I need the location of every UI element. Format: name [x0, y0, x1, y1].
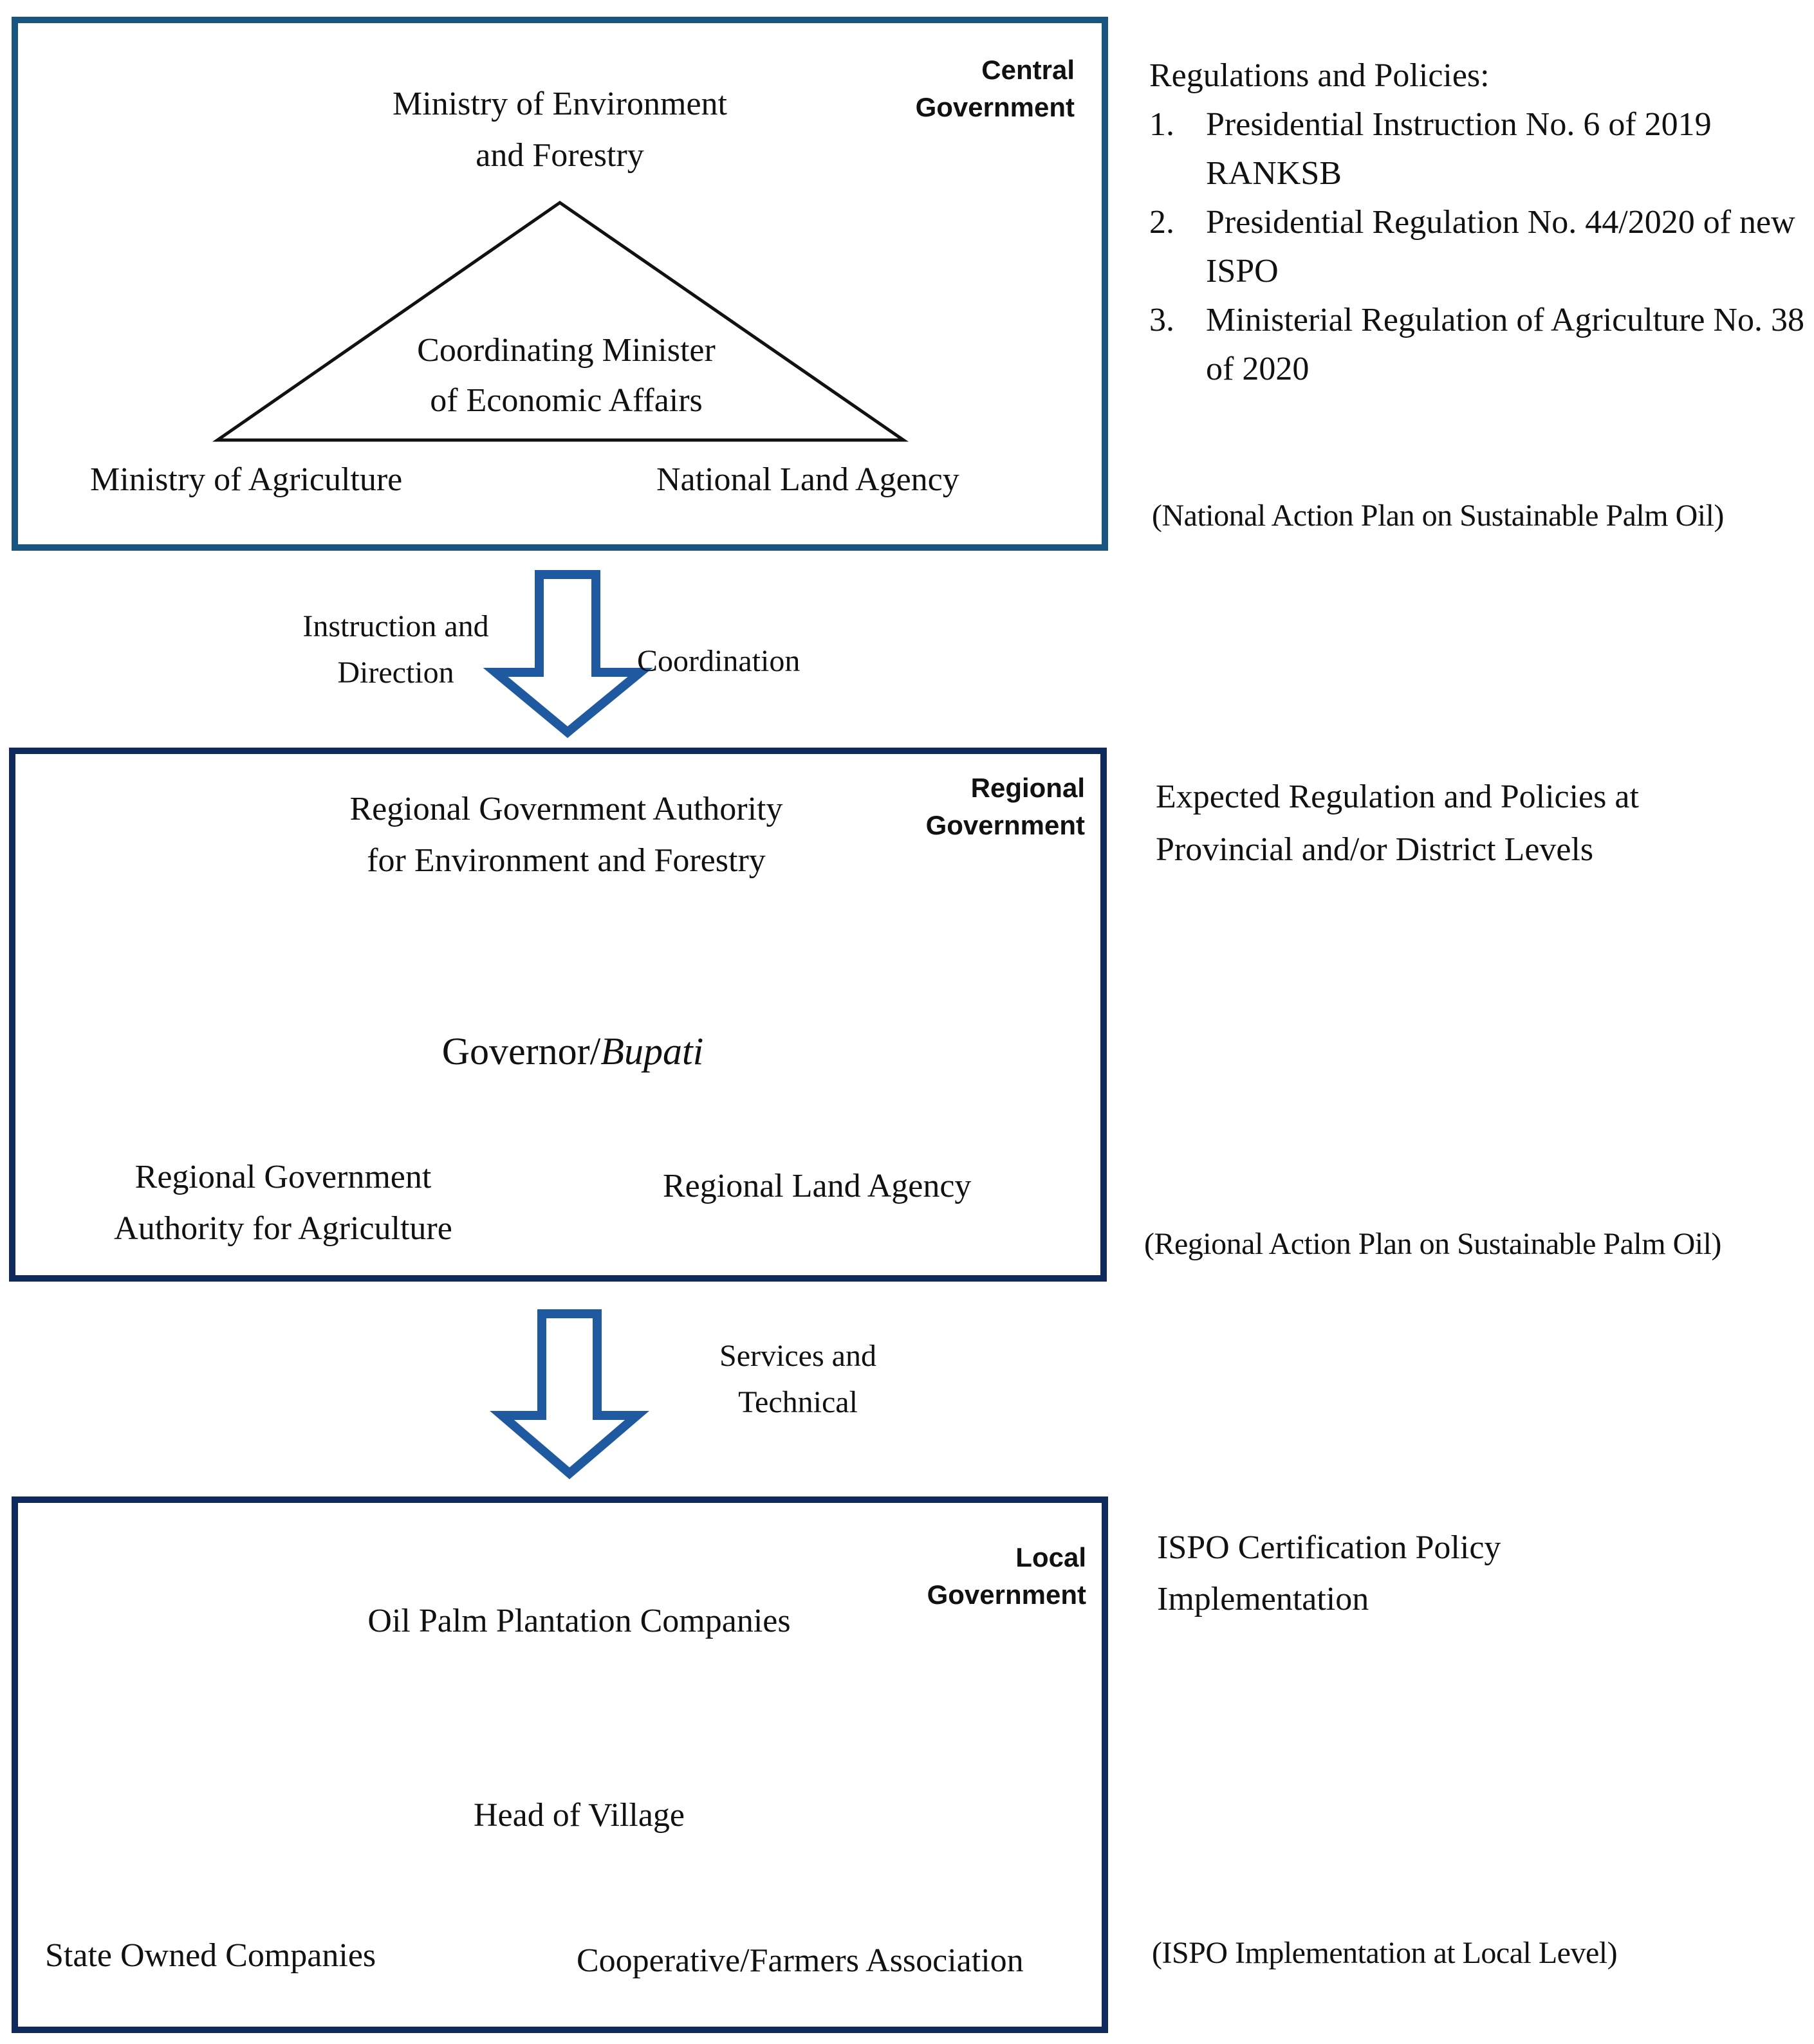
- local-side-heading: ISPO Certification Policy Implementation: [1157, 1529, 1501, 1617]
- arrow-down-1: [483, 570, 653, 739]
- central-side-policies: Regulations and Policies: 1.Presidential…: [1149, 51, 1806, 394]
- regional-footnote: (Regional Action Plan on Sustainable Pal…: [1144, 1227, 1721, 1261]
- local-government-box: [12, 1496, 1108, 2033]
- local-level-label: Local Government: [927, 1542, 1086, 1610]
- regional-center-label: Governor/Bupati: [441, 1030, 704, 1073]
- regional-level-label: Regional Government: [925, 773, 1085, 840]
- central-bottom-right-label: National Land Agency: [656, 461, 959, 498]
- policy-item: 3.Ministerial Regulation of Agriculture …: [1149, 302, 1805, 387]
- local-footnote: (ISPO Implementation at Local Level): [1152, 1936, 1618, 1970]
- central-center-label: Coordinating Minister of Economic Affair…: [417, 332, 716, 419]
- regional-bottom-right-label: Regional Land Agency: [663, 1168, 972, 1204]
- central-triangle: [212, 200, 909, 442]
- coordination-label: Coordination: [637, 644, 801, 678]
- central-government-box: [12, 17, 1108, 551]
- central-footnote: (National Action Plan on Sustainable Pal…: [1152, 499, 1724, 533]
- central-side-heading: Regulations and Policies:: [1149, 57, 1490, 94]
- services-technical-label: Services and Technical: [719, 1339, 876, 1419]
- arrow-down-2: [490, 1309, 649, 1480]
- local-bottom-left-label: State Owned Companies: [45, 1937, 376, 1974]
- instruction-direction-label: Instruction and Direction: [302, 609, 489, 690]
- local-top-label: Oil Palm Plantation Companies: [367, 1603, 791, 1639]
- local-bottom-right-label: Cooperative/Farmers Association: [577, 1942, 1024, 1979]
- policy-item: 1.Presidential Instruction No. 6 of 2019…: [1149, 106, 1712, 192]
- central-level-label: Central Government: [915, 55, 1075, 122]
- central-bottom-left-label: Ministry of Agriculture: [90, 461, 403, 498]
- regional-side-heading: Expected Regulation and Policies at Prov…: [1156, 778, 1639, 868]
- policy-item: 2.Presidential Regulation No. 44/2020 of…: [1149, 204, 1795, 290]
- regional-government-box: [9, 748, 1107, 1282]
- regional-bottom-left-label: Regional Government Authority for Agricu…: [114, 1159, 452, 1247]
- local-center-label: Head of Village: [473, 1797, 685, 1834]
- regional-top-label: Regional Government Authority for Enviro…: [349, 791, 783, 879]
- central-top-label: Ministry of Environment and Forestry: [393, 86, 727, 174]
